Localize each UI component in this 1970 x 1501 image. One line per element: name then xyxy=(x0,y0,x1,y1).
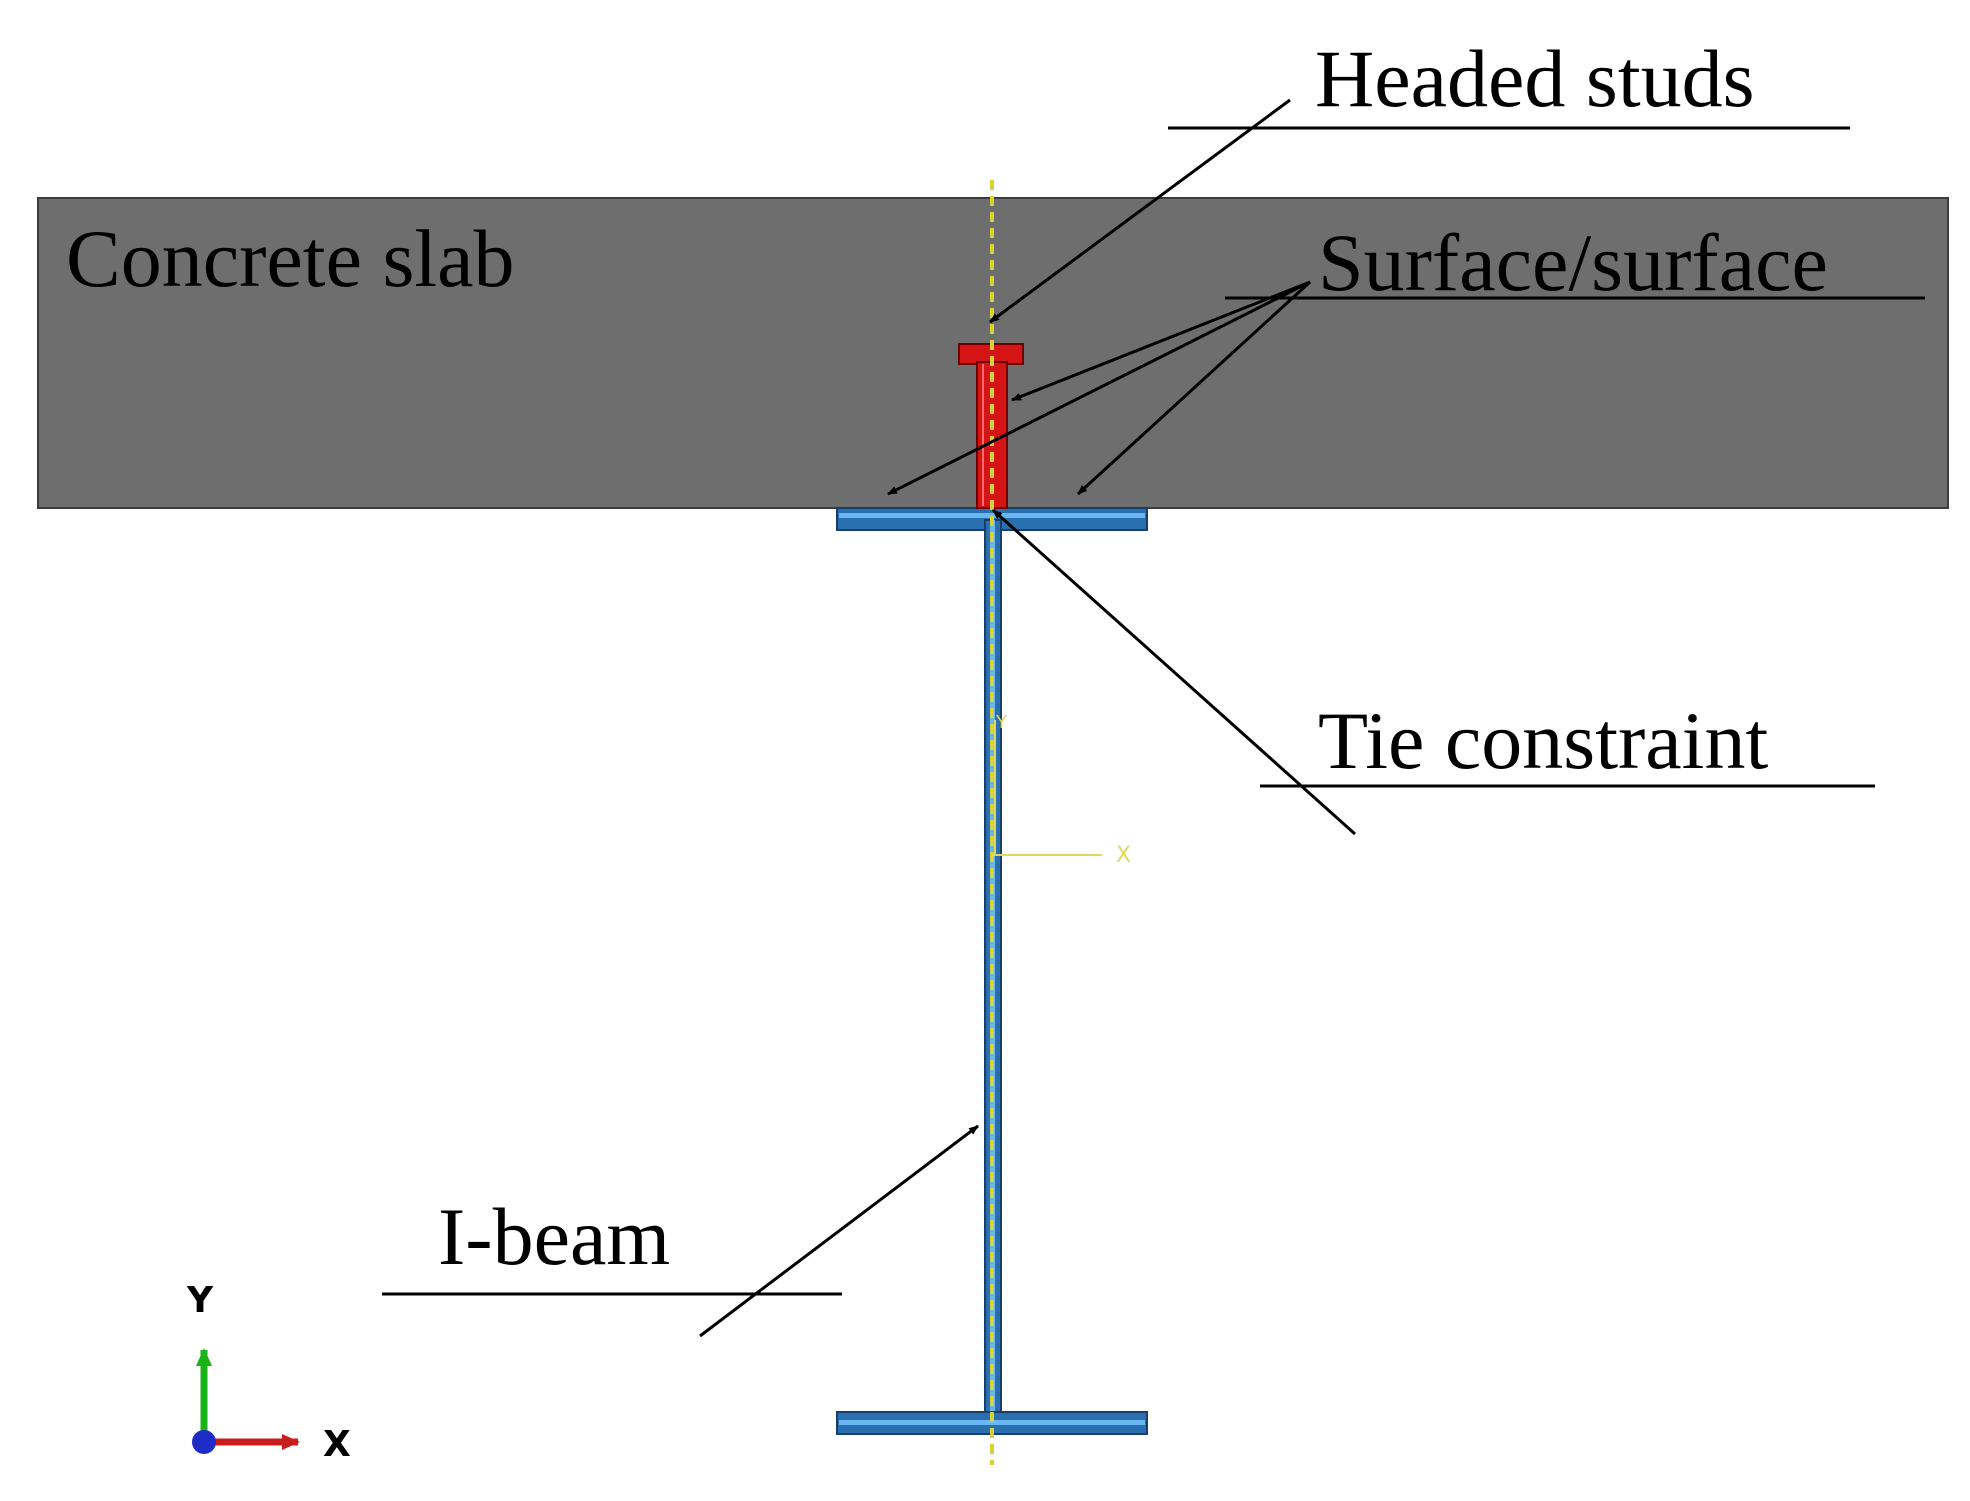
tie-constraint-label: Tie constraint xyxy=(1318,695,1768,786)
headed-studs-arrow xyxy=(989,98,1291,324)
triad-y-label: Y xyxy=(186,1280,214,1321)
triad-z-axis xyxy=(192,1430,216,1454)
surface-surface-label: Surface/surface xyxy=(1318,217,1828,308)
local-axes: X Y xyxy=(992,712,1131,868)
surface-surface-arrow-left xyxy=(887,280,1311,496)
global-axis-triad: Y X xyxy=(186,1280,351,1465)
local-x-label: X xyxy=(1116,843,1131,868)
local-y-label: Y xyxy=(995,712,1008,733)
concrete-slab-label: Concrete slab xyxy=(66,213,515,304)
i-beam-label: I-beam xyxy=(438,1191,670,1282)
tie-constraint-arrow xyxy=(991,508,1357,836)
headed-studs-label: Headed studs xyxy=(1315,33,1755,124)
surface-surface-arrow-stud xyxy=(1011,280,1311,402)
triad-x-label: X xyxy=(323,1424,351,1465)
i-beam-arrow xyxy=(699,1124,979,1338)
surface-surface-arrow-right xyxy=(1076,280,1312,496)
